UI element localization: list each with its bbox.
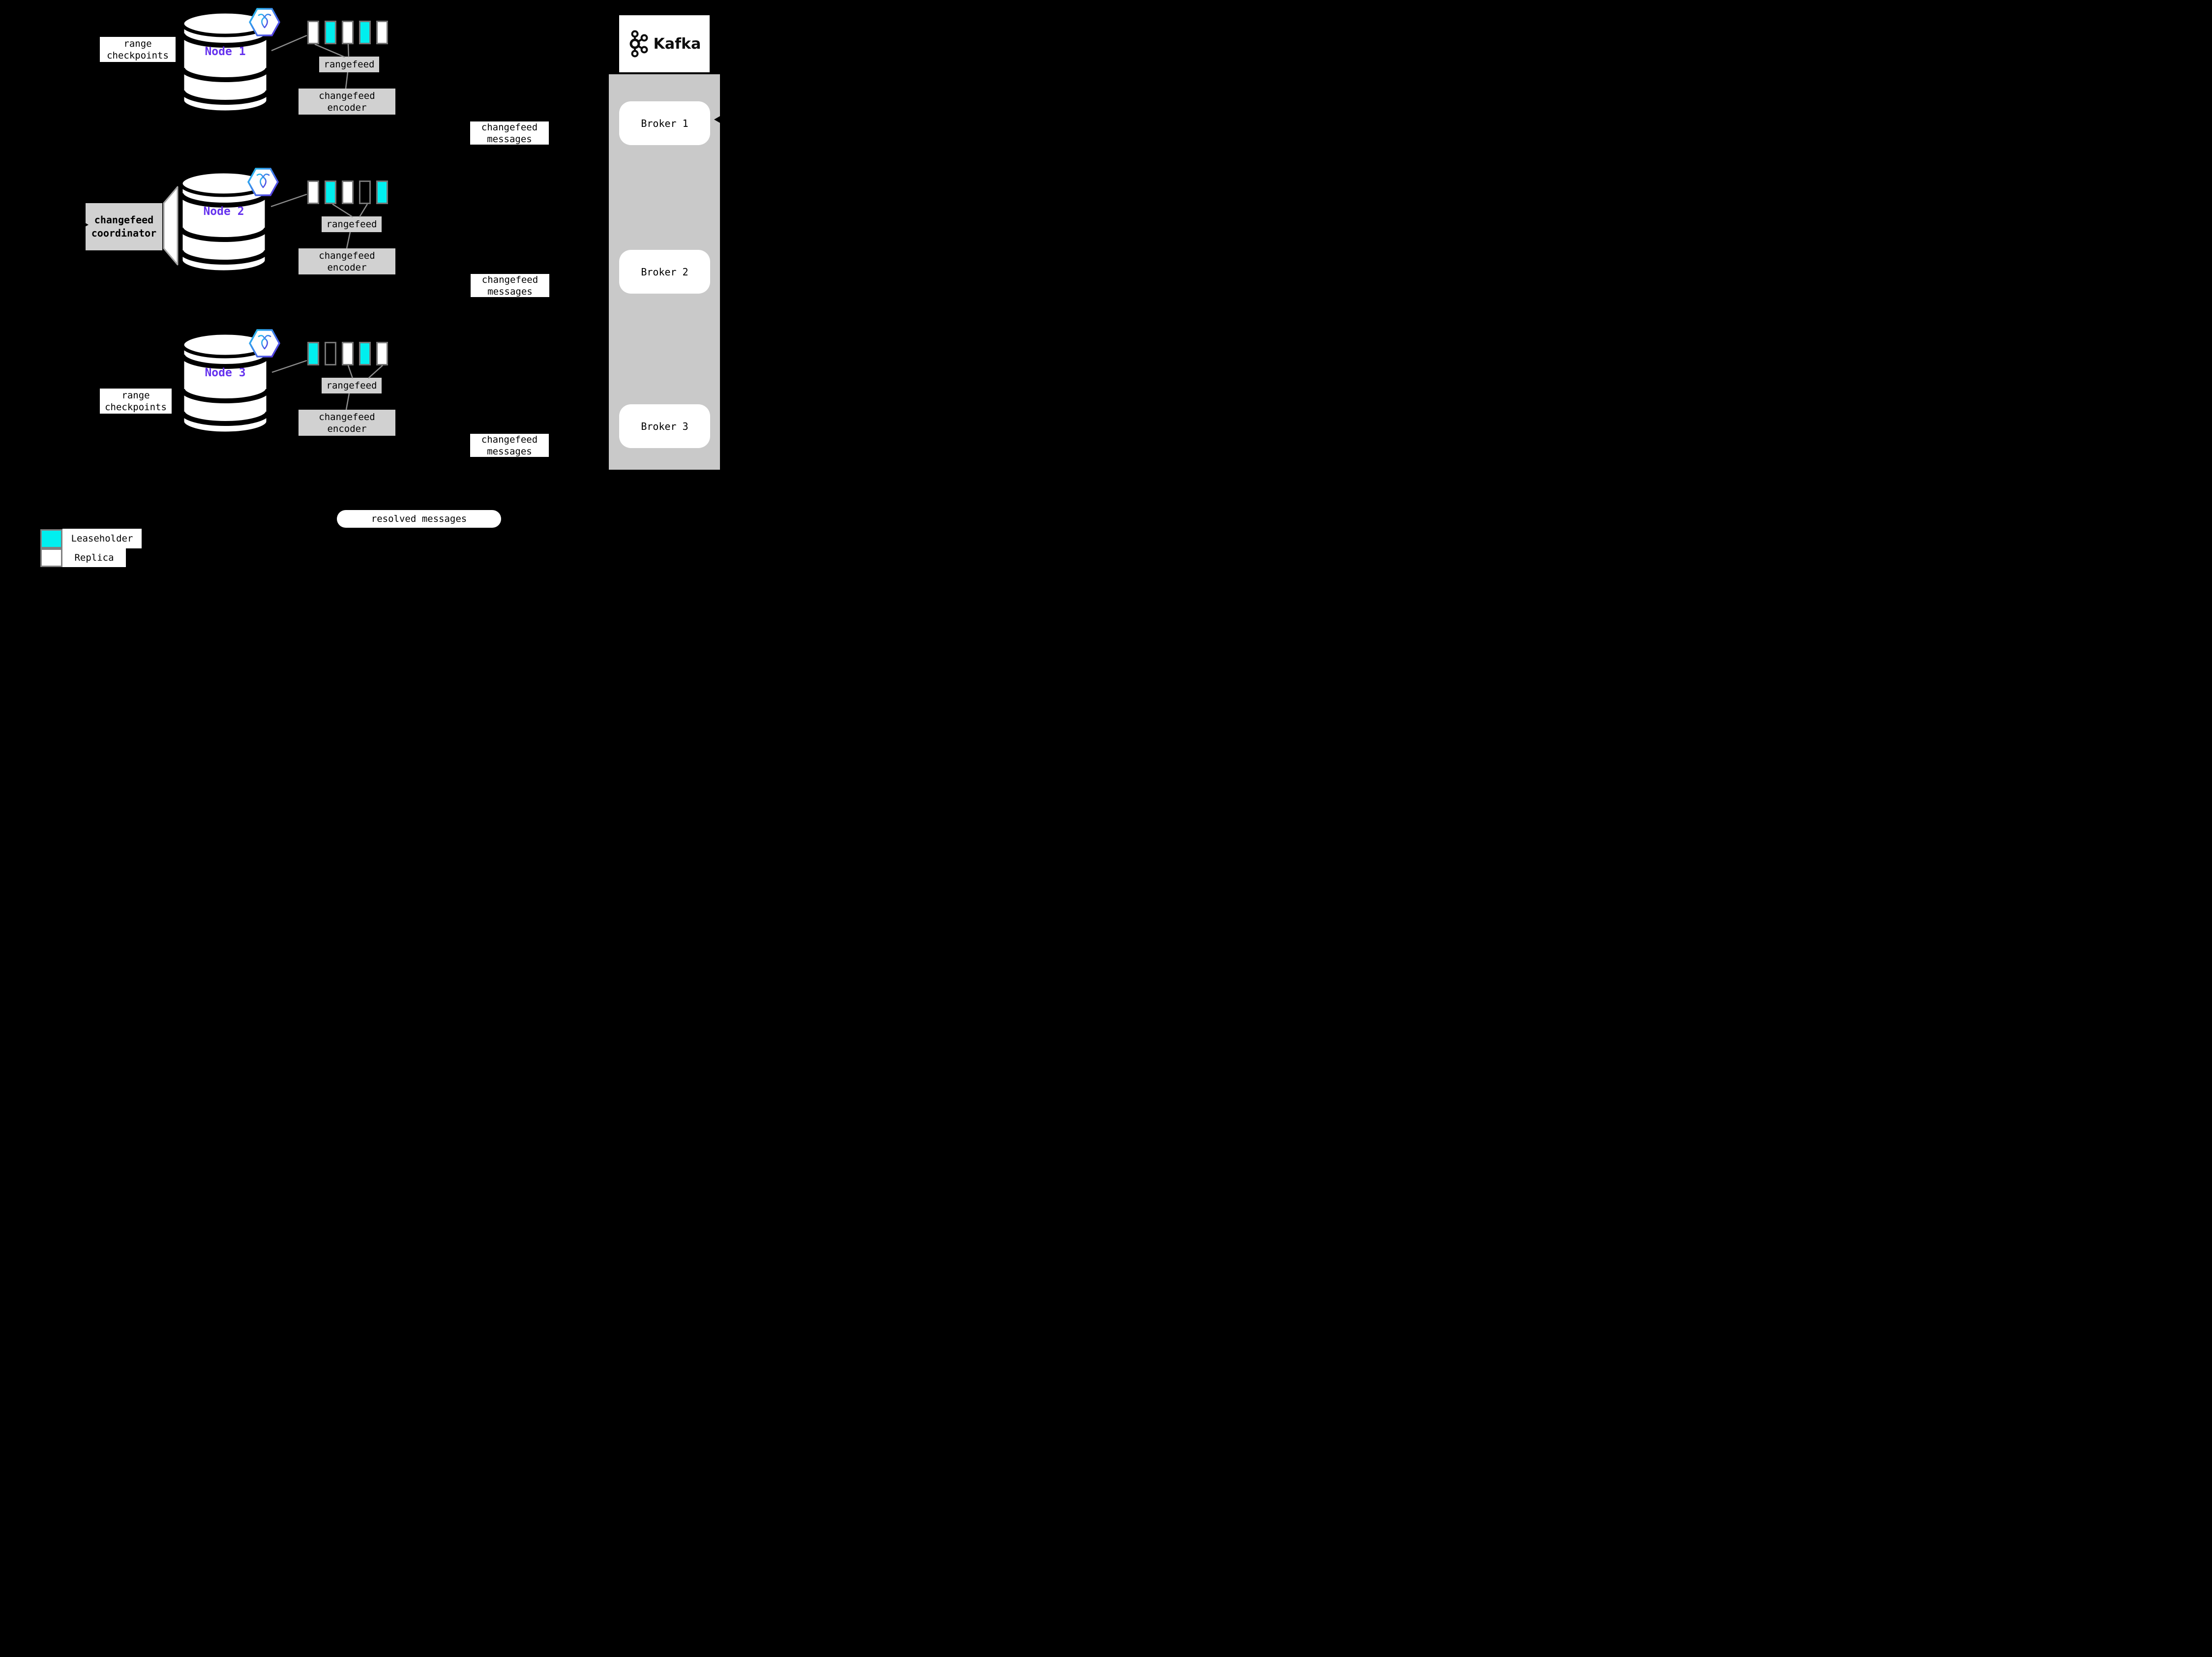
range-rect <box>342 181 354 204</box>
range-rect <box>325 181 336 204</box>
range-rect <box>325 21 336 44</box>
broker-1-box: Broker 1 <box>619 101 710 145</box>
database-cylinder-icon <box>180 10 270 114</box>
cockroachdb-logo-icon <box>248 328 281 359</box>
changefeed-coordinator-box: changefeed coordinator <box>86 203 162 250</box>
broker-label: Broker 2 <box>641 266 688 278</box>
legend-leaseholder-swatch <box>40 529 62 548</box>
changefeed-encoder-box-2: changefeed encoder <box>299 248 395 274</box>
node-2-cylinder <box>179 170 269 275</box>
range-rect <box>359 342 371 365</box>
database-cylinder-icon <box>179 170 269 274</box>
broker-label: Broker 3 <box>641 420 688 432</box>
connector-node1-to-ranges <box>271 34 307 52</box>
legend-replica-label: Replica <box>62 548 126 567</box>
label-line: messages <box>487 133 532 145</box>
changefeed-messages-box-1: changefeed messages <box>470 121 549 145</box>
label-line: encoder <box>327 423 367 434</box>
node-3-label: Node 3 <box>205 366 246 379</box>
label-line: messages <box>487 446 532 457</box>
label-line: changefeed <box>94 214 154 226</box>
label-line: changefeed <box>319 90 375 101</box>
label-line: changefeed <box>319 411 375 422</box>
broker-label: Broker 1 <box>641 117 688 129</box>
kafka-logo-icon <box>629 30 648 58</box>
coordinator-flap <box>163 186 179 266</box>
label-line: messages <box>487 286 533 297</box>
range-rect <box>325 342 336 365</box>
changefeed-messages-box-2: changefeed messages <box>471 274 549 297</box>
resolved-messages-pill: resolved messages <box>337 510 501 528</box>
range-rect <box>359 21 371 44</box>
connector-range-to-rangefeed <box>332 203 353 218</box>
changefeed-messages-box-3: changefeed messages <box>470 434 549 457</box>
broker-3-box: Broker 3 <box>619 404 710 448</box>
range-rect <box>376 21 388 44</box>
rangefeed-box-3: rangefeed <box>322 378 382 393</box>
connector-rangefeed-to-encoder <box>345 72 349 89</box>
connector-range-to-rangefeed <box>368 365 383 379</box>
label-line: encoder <box>327 262 367 273</box>
label-line: Leaseholder <box>71 533 133 544</box>
range-rect <box>376 181 388 204</box>
range-checkpoints-label-top: range checkpoints <box>100 37 176 62</box>
legend-replica-swatch <box>40 548 62 567</box>
diagram-canvas: range checkpoints Node 1 rangefeed chang… <box>0 0 771 577</box>
range-rect <box>307 21 319 44</box>
changefeed-encoder-box-3: changefeed encoder <box>299 410 395 436</box>
kafka-wordmark: Kafka <box>653 35 701 53</box>
range-rect <box>342 21 354 44</box>
range-rect <box>342 342 354 365</box>
range-rect <box>359 181 371 204</box>
label-line: changefeed <box>481 274 538 285</box>
rangefeed-label: rangefeed <box>326 219 377 230</box>
label-line: encoder <box>327 102 367 113</box>
changefeed-encoder-box-1: changefeed encoder <box>299 89 395 115</box>
range-rect <box>376 342 388 365</box>
broker-2-box: Broker 2 <box>619 250 710 294</box>
rangefeed-label: rangefeed <box>324 59 375 70</box>
node-2-label: Node 2 <box>203 205 244 218</box>
connector-node3-to-ranges <box>271 360 307 373</box>
kafka-logo-box: Kafka <box>619 15 710 72</box>
connector-range-to-rangefeed <box>359 204 368 217</box>
connector-range-to-rangefeed <box>314 43 345 58</box>
cockroachdb-logo-icon <box>248 7 281 37</box>
label-line: changefeed <box>319 250 375 261</box>
range-checkpoints-label-bottom: range checkpoints <box>100 389 172 414</box>
connector-range-to-rangefeed <box>347 44 350 58</box>
legend-leaseholder-label: Leaseholder <box>62 529 142 548</box>
label-line: checkpoints <box>105 401 167 413</box>
rangefeed-label: rangefeed <box>326 380 377 391</box>
node-1-label: Node 1 <box>205 45 246 58</box>
label-line: coordinator <box>91 227 157 239</box>
label-line: Replica <box>74 552 114 563</box>
rangefeed-box-2: rangefeed <box>322 216 382 232</box>
connector-rangefeed-to-encoder <box>346 232 351 249</box>
node-1-cylinder <box>180 10 270 115</box>
label-line: checkpoints <box>107 50 169 61</box>
resolved-messages-label: resolved messages <box>371 513 467 524</box>
cockroachdb-logo-icon <box>247 167 279 197</box>
label-line: changefeed <box>481 434 538 445</box>
range-rect <box>307 181 319 204</box>
connector-range-to-rangefeed <box>347 365 354 379</box>
label-line: range <box>121 390 150 401</box>
range-rect <box>307 342 319 365</box>
label-line: range <box>123 38 152 49</box>
label-line: changefeed <box>481 121 538 133</box>
rangefeed-box-1: rangefeed <box>319 57 379 72</box>
connector-rangefeed-to-encoder <box>345 393 350 410</box>
